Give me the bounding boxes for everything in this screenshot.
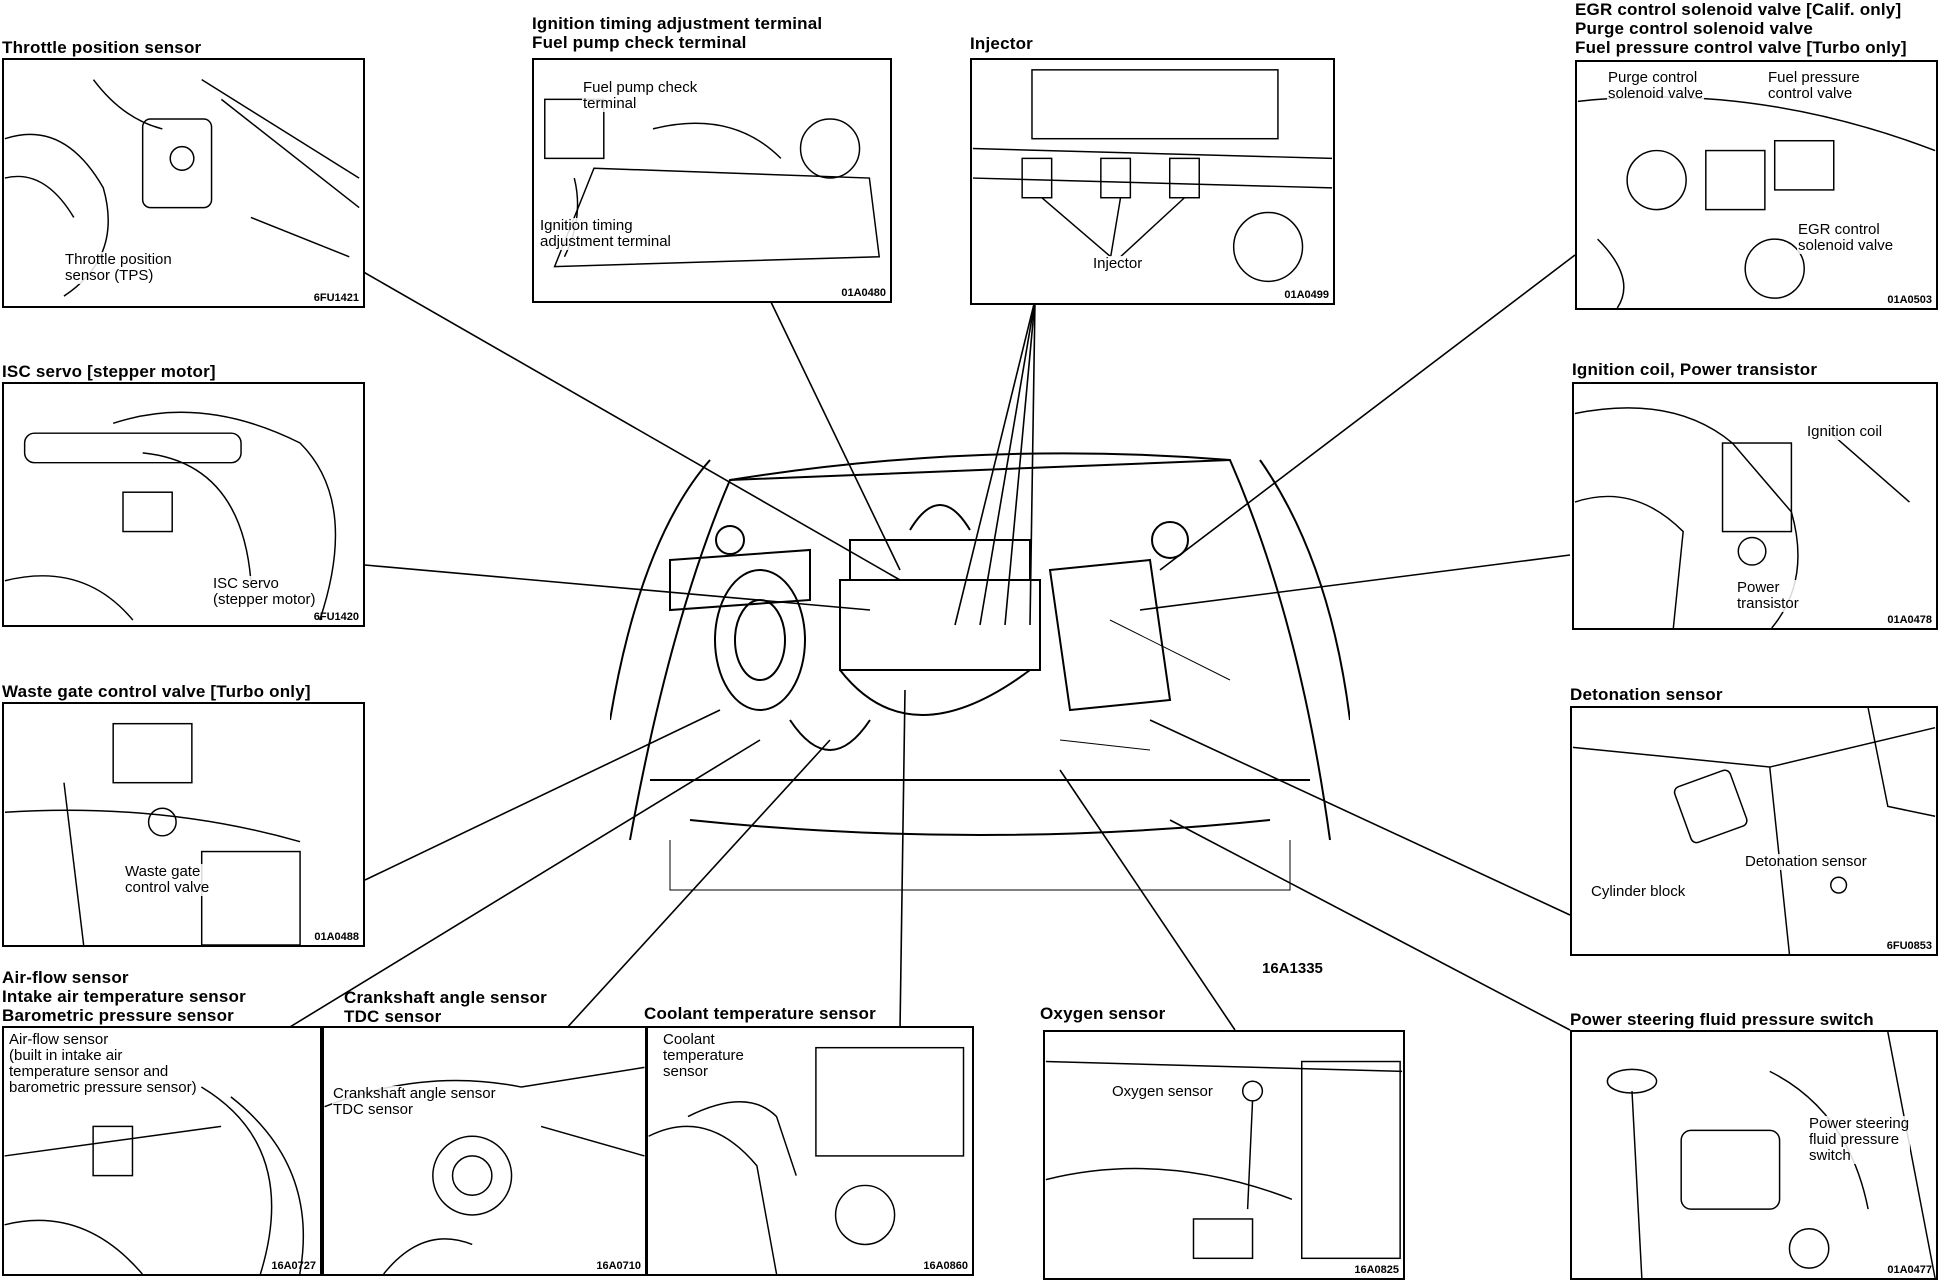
waste-gate-panel: Waste gate control valve 01A0488 [2,702,365,947]
coolant-label: Coolant temperature sensor [662,1031,745,1080]
oxygen-label: Oxygen sensor [1111,1083,1214,1100]
waste-gate-title: Waste gate control valve [Turbo only] [2,682,311,701]
crankshaft-label: Crankshaft angle sensor TDC sensor [332,1085,497,1118]
ignition-coil-label: Ignition coil [1806,423,1884,440]
airflow-title: Air-flow sensor Intake air temperature s… [2,968,246,1025]
throttle-panel: Throttle position sensor (TPS) 6FU1421 [2,58,365,308]
purge-control-label: Purge control solenoid valve [1607,69,1705,102]
isc-label: ISC servo (stepper motor) [212,575,317,608]
coolant-title: Coolant temperature sensor [644,1004,876,1023]
isc-code: 6FU1420 [313,611,359,623]
airflow-illustration [4,1086,305,1274]
waste-gate-code: 01A0488 [314,931,359,943]
power-steering-panel: Power steering fluid pressure switch 01A… [1570,1030,1938,1280]
waste-gate-illustration [4,722,301,945]
figure-code: 16A1335 [1262,960,1323,977]
egr-code: 01A0503 [1887,294,1932,306]
crankshaft-code: 16A0710 [596,1260,641,1272]
throttle-code: 6FU1421 [313,292,359,304]
detonation-panel: Detonation sensor Cylinder block 6FU0853 [1570,706,1938,956]
ignition-timing-label: Ignition timing adjustment terminal [539,217,672,250]
isc-panel: ISC servo (stepper motor) 6FU1420 [2,382,365,627]
egr-panel: Purge control solenoid valve Fuel pressu… [1575,60,1938,310]
ignition-timing-code: 01A0480 [841,287,886,299]
oxygen-title: Oxygen sensor [1040,1004,1166,1023]
injector-label: Injector [1092,255,1144,272]
engine-bay-drawing [610,452,1350,891]
airflow-label: Air-flow sensor (built in intake air tem… [8,1031,198,1096]
detonation-title: Detonation sensor [1570,685,1723,704]
isc-illustration [4,411,337,621]
airflow-panel: Air-flow sensor (built in intake air tem… [2,1026,322,1276]
coolant-illustration [648,1046,965,1274]
detonation-illustration [1572,708,1936,954]
oxygen-code: 16A0825 [1354,1264,1399,1276]
ignition-timing-panel: Fuel pump check terminal Ignition timing… [532,58,892,303]
ignition-coil-title: Ignition coil, Power transistor [1572,360,1818,379]
egr-control-label: EGR control solenoid valve [1797,221,1895,254]
throttle-title: Throttle position sensor [2,38,202,57]
oxygen-panel: Oxygen sensor 16A0825 [1043,1030,1405,1280]
ignition-coil-panel: Ignition coil Power transistor 01A0478 [1572,382,1938,630]
crankshaft-illustration [324,1066,645,1274]
throttle-label: Throttle position sensor (TPS) [64,251,173,284]
fuel-pressure-label: Fuel pressure control valve [1767,69,1861,102]
injector-panel: Injector 01A0499 [970,58,1335,305]
throttle-illustration [4,79,360,297]
isc-title: ISC servo [stepper motor] [2,362,216,381]
crankshaft-title: Crankshaft angle sensor TDC sensor [344,988,547,1026]
power-steering-label: Power steering fluid pressure switch [1808,1115,1911,1164]
power-steering-title: Power steering fluid pressure switch [1570,1010,1874,1029]
ignition-coil-code: 01A0478 [1887,614,1932,626]
crankshaft-panel: Crankshaft angle sensor TDC sensor 16A07… [322,1026,647,1276]
detonation-label: Detonation sensor [1744,853,1868,870]
detonation-code: 6FU0853 [1886,940,1932,952]
airflow-code: 16A0727 [271,1260,316,1272]
coolant-code: 16A0860 [923,1260,968,1272]
power-transistor-label: Power transistor [1736,579,1800,612]
oxygen-illustration [1045,1060,1403,1260]
power-steering-code: 01A0477 [1887,1264,1932,1276]
waste-gate-label: Waste gate control valve [124,863,211,896]
coolant-panel: Coolant temperature sensor 16A0860 [646,1026,974,1276]
egr-title: EGR control solenoid valve [Calif. only]… [1575,0,1907,57]
fuel-pump-check-label: Fuel pump check terminal [582,79,699,112]
injector-title: Injector [970,34,1034,53]
ignition-timing-title: Ignition timing adjustment terminal Fuel… [532,14,823,52]
injector-code: 01A0499 [1284,289,1329,301]
injector-illustration [972,69,1333,283]
cylinder-block-label: Cylinder block [1590,883,1687,900]
